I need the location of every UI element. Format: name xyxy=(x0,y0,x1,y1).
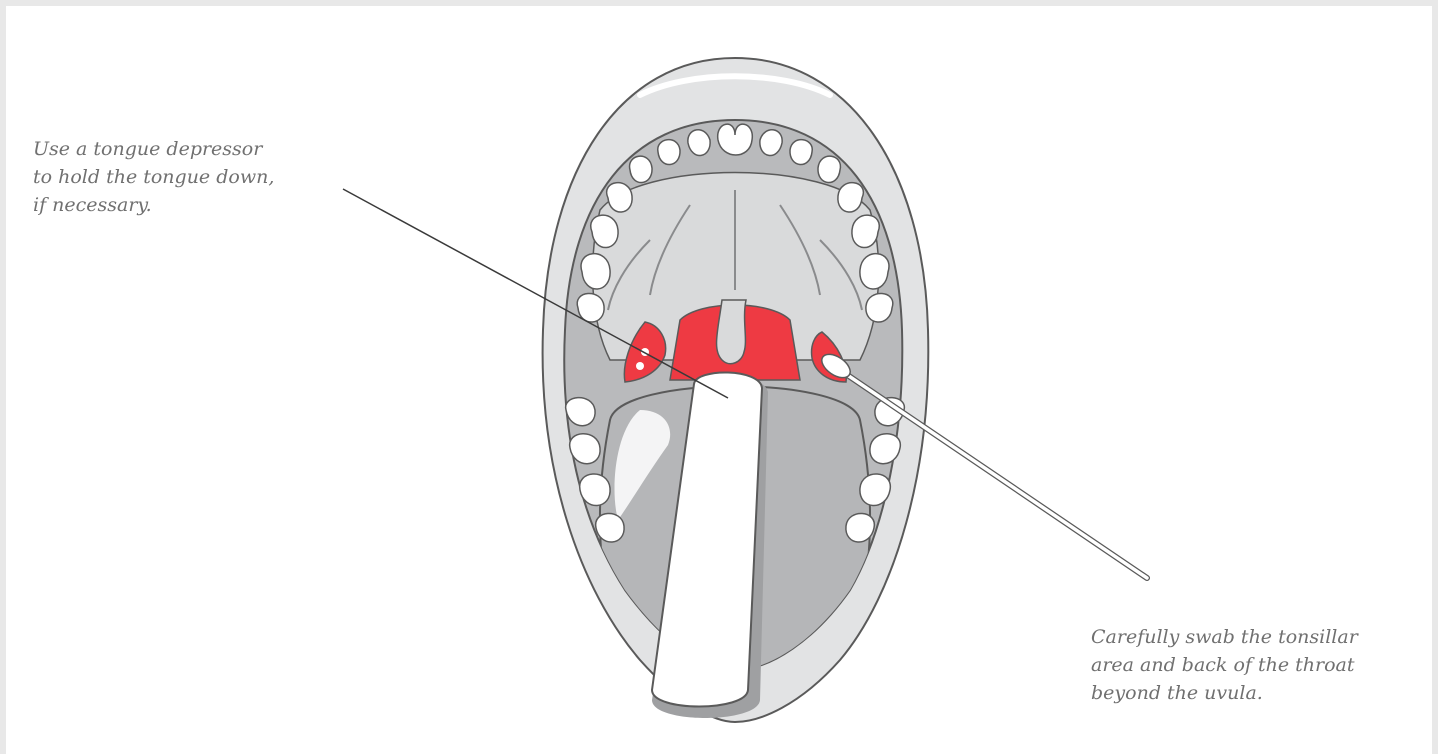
caption-line: Use a tongue depressor xyxy=(33,135,274,163)
tooth xyxy=(581,254,610,289)
caption-line: beyond the uvula. xyxy=(1091,679,1358,707)
uvula xyxy=(717,300,746,364)
tongue-depressor-caption: Use a tongue depressor to hold the tongu… xyxy=(33,135,274,219)
tooth xyxy=(790,140,812,165)
tooth xyxy=(860,254,889,289)
tooth xyxy=(760,130,782,156)
caption-line: Carefully swab the tonsillar xyxy=(1091,623,1358,651)
tooth xyxy=(658,140,680,165)
tooth xyxy=(866,293,893,322)
tooth xyxy=(688,130,710,156)
tooth xyxy=(818,156,840,182)
tooth xyxy=(630,156,652,182)
tonsil-spot xyxy=(636,362,644,370)
caption-line: area and back of the throat xyxy=(1091,651,1358,679)
swab-caption: Carefully swab the tonsillar area and ba… xyxy=(1091,623,1358,707)
caption-line: to hold the tongue down, xyxy=(33,163,274,191)
caption-line: if necessary. xyxy=(33,191,274,219)
